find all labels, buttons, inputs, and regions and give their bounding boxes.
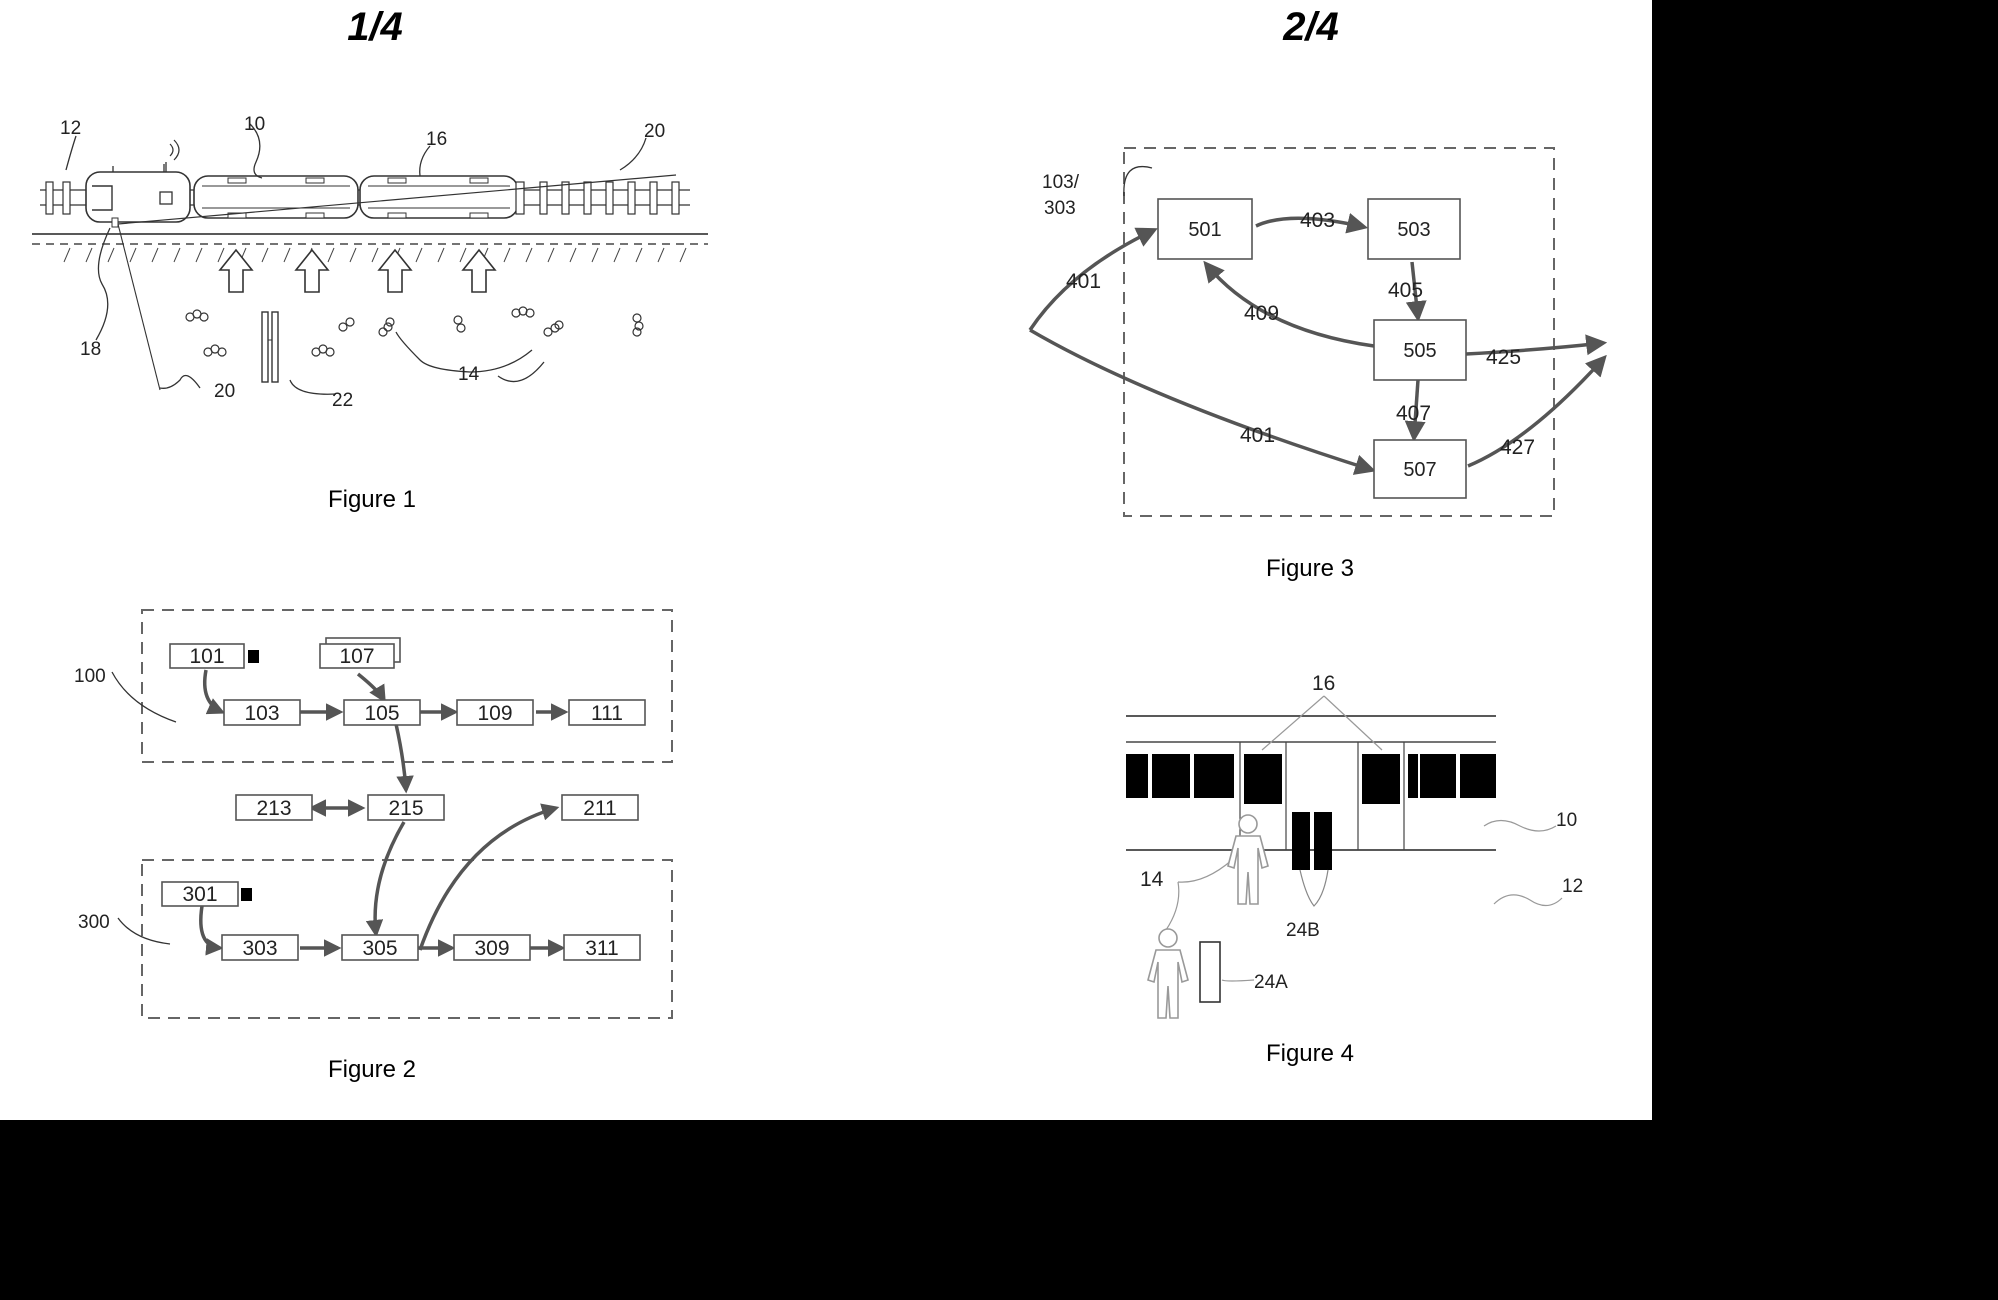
label-12-fig4: 12 (1562, 876, 1583, 897)
svg-text:211: 211 (583, 797, 616, 820)
figure-3-caption: Figure 3 (1265, 555, 1355, 582)
person-icon-lower (1147, 928, 1189, 1019)
door-24b-sensor-zone (1299, 869, 1329, 907)
leader-103-303 (1123, 166, 1153, 197)
label-100: 100 (74, 666, 106, 687)
sensor-field-upper (117, 174, 677, 225)
box-503: 503 (1367, 198, 1461, 260)
box-305: 305 (341, 934, 419, 961)
figure-2-caption: Figure 2 (327, 1056, 417, 1083)
label-303: 303 (1044, 198, 1076, 219)
figure-1-train-on-track: 12 10 16 20 18 20 22 14 (32, 114, 708, 411)
group-100-boundary (141, 609, 673, 763)
svg-text:107: 107 (339, 645, 374, 668)
svg-text:303: 303 (242, 937, 277, 960)
box-301: 301 (161, 881, 252, 907)
sensor-field-lower (117, 223, 161, 391)
box-309: 309 (453, 934, 531, 961)
fig3-arrows (1028, 213, 1608, 475)
fig4-leader-lines (1165, 695, 1563, 982)
label-20-top: 20 (644, 121, 665, 142)
train-windows (1126, 754, 1496, 870)
label-18: 18 (80, 339, 101, 360)
patent-sheet: 1/4 2/4 Figure 1 Figure 2 Figure 3 Figur… (0, 0, 1652, 1120)
obstacle-post (261, 311, 279, 383)
box-103: 103 (223, 699, 301, 726)
svg-text:505: 505 (1403, 340, 1436, 362)
label-12: 12 (60, 118, 81, 139)
group-103-303-boundary (1123, 147, 1555, 517)
box-303: 303 (221, 934, 299, 961)
label-14: 14 (458, 364, 480, 385)
svg-text:503: 503 (1397, 219, 1430, 241)
label-22: 22 (332, 390, 353, 411)
svg-text:103: 103 (244, 702, 279, 725)
svg-text:501: 501 (1188, 219, 1221, 241)
figure-4-caption: Figure 4 (1265, 1040, 1355, 1067)
svg-text:215: 215 (388, 797, 423, 820)
group-300-boundary (141, 859, 673, 1019)
box-109: 109 (456, 699, 534, 726)
label-405: 405 (1388, 279, 1423, 302)
box-213: 213 (235, 794, 313, 821)
wagon-1 (193, 175, 359, 219)
box-311: 311 (563, 934, 641, 961)
label-425: 425 (1486, 346, 1521, 369)
label-24a: 24A (1254, 972, 1288, 993)
person-markers (185, 306, 644, 357)
box-105: 105 (343, 699, 421, 726)
label-10: 10 (244, 114, 265, 135)
label-103: 103/ (1042, 172, 1080, 193)
figure-4-platform-scene: 16 10 12 14 24B 24A (1126, 672, 1583, 1019)
label-407: 407 (1396, 402, 1431, 425)
label-16-fig4: 16 (1312, 672, 1335, 695)
rail-sleepers (45, 181, 680, 215)
svg-text:507: 507 (1403, 459, 1436, 481)
svg-text:309: 309 (474, 937, 509, 960)
figure-2-flowchart: 100 300 101 107 103 (74, 609, 673, 1019)
box-101: 101 (169, 643, 259, 669)
box-507: 507 (1373, 439, 1467, 499)
svg-text:105: 105 (364, 702, 399, 725)
upward-arrow-icons (218, 248, 497, 293)
svg-text:305: 305 (362, 937, 397, 960)
box-505: 505 (1373, 319, 1467, 381)
page-number-right: 2/4 (1283, 5, 1339, 49)
fig2-arrows (199, 669, 569, 957)
box-215: 215 (367, 794, 445, 821)
box-501: 501 (1157, 198, 1253, 260)
svg-text:311: 311 (585, 937, 618, 960)
fig1-leader-lines (65, 123, 647, 395)
label-403: 403 (1300, 209, 1335, 232)
label-14-fig4: 14 (1140, 868, 1164, 891)
pillar-24a (1199, 941, 1221, 1003)
train-door-frames (1239, 742, 1405, 850)
figure-1-caption: Figure 1 (327, 486, 417, 513)
person-icon-upper (1227, 814, 1269, 905)
box-107: 107 (319, 637, 401, 669)
label-427: 427 (1500, 436, 1535, 459)
label-10-fig4: 10 (1556, 810, 1577, 831)
label-401-upper: 401 (1066, 270, 1101, 293)
svg-text:101: 101 (189, 645, 224, 668)
label-401-lower: 401 (1240, 424, 1275, 447)
box-211: 211 (561, 794, 639, 821)
leader-300 (117, 917, 171, 945)
svg-text:111: 111 (591, 702, 623, 725)
leader-100 (111, 671, 177, 723)
page-number-left: 1/4 (347, 5, 403, 49)
svg-text:213: 213 (256, 797, 291, 820)
label-16: 16 (426, 129, 447, 150)
label-300: 300 (78, 912, 110, 933)
label-20-bottom: 20 (214, 381, 235, 402)
svg-text:301: 301 (182, 883, 217, 906)
label-24b: 24B (1286, 920, 1320, 941)
box-111: 111 (568, 699, 646, 726)
label-409: 409 (1244, 302, 1279, 325)
figure-3-block-diagram: 103/ 303 501 503 505 507 401 403 405 409… (1028, 147, 1608, 517)
antenna-icon (165, 139, 180, 172)
svg-text:109: 109 (477, 702, 512, 725)
